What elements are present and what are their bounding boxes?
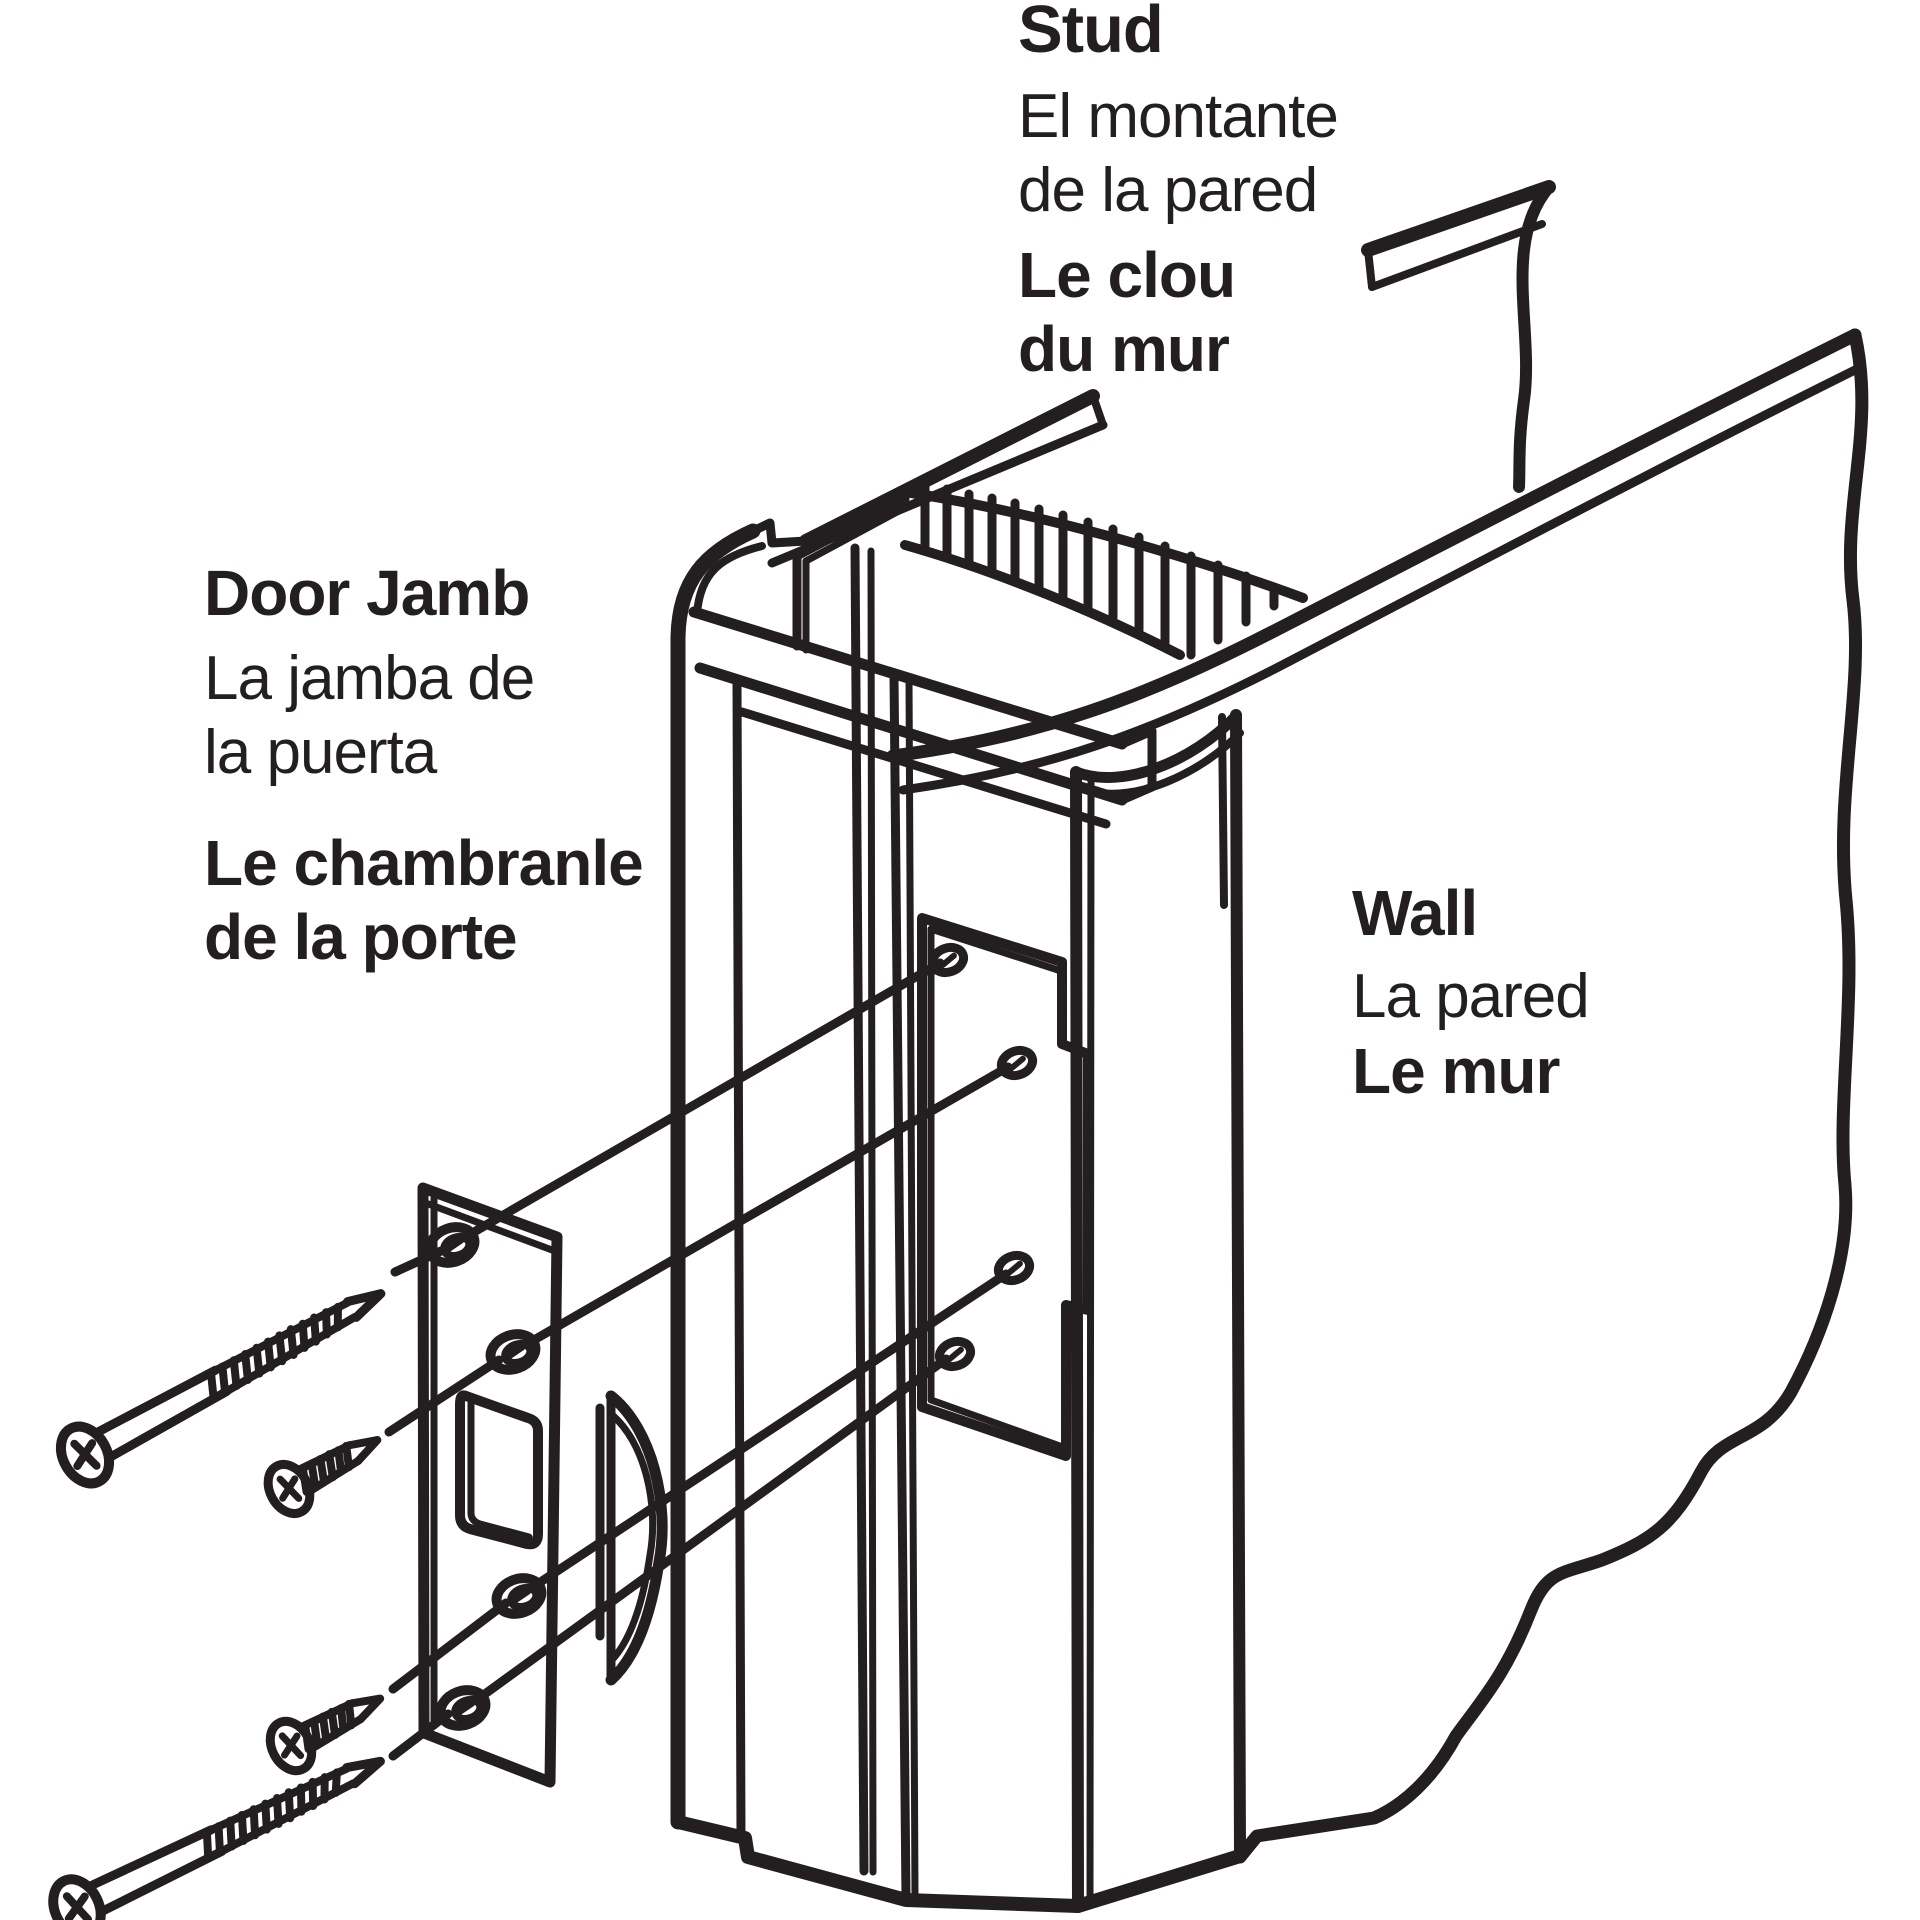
stud-label-en: Stud: [1018, 0, 1164, 67]
pilot-hole: [927, 942, 969, 978]
torn-break-line: [1513, 181, 1555, 493]
door-jamb-label-fr2: de la porte: [204, 901, 518, 973]
wall-label-en: Wall: [1352, 877, 1478, 949]
wall-top-plate-fragment: [1361, 180, 1556, 493]
wood-screw-short-upper: [260, 1417, 390, 1521]
jamb-bottom-edge: [671, 1815, 1247, 1913]
wall-label-es: La pared: [1352, 962, 1590, 1031]
stud-label: Stud El montante de la pared Le clou du …: [1018, 0, 1339, 386]
screw-alignment-leader-lines: [384, 958, 1013, 1761]
wall-label: Wall La pared Le mur: [1352, 876, 1590, 1108]
wood-screws: [44, 1267, 395, 1920]
drywall-edge-face: [1070, 709, 1246, 1911]
pilot-holes: [927, 942, 1038, 1372]
wall-torn-edge: [1233, 328, 1869, 1864]
top-plate-edge: [799, 389, 1100, 548]
door-jamb-label-es1: La jamba de: [204, 644, 535, 713]
latch-opening: [455, 1390, 543, 1550]
jamb-vertical-edges: [850, 543, 919, 1902]
stud-label-fr2: du mur: [1018, 313, 1230, 385]
wall-label-fr: Le mur: [1352, 1035, 1560, 1107]
wood-screw-long-bottom: [44, 1734, 393, 1920]
wood-screw-long-top: [51, 1267, 395, 1492]
strike-plate: [417, 1182, 668, 1788]
mortise-recess: [917, 913, 1093, 1461]
stud-label-fr1: Le clou: [1018, 239, 1236, 311]
wall-top-edge: [886, 328, 1862, 763]
door-casing-edge: [670, 518, 811, 1843]
stud-label-es2: de la pared: [1018, 156, 1318, 225]
door-jamb-label: Door Jamb La jamba de la puerta Le chamb…: [204, 556, 644, 974]
wall-panel: [886, 180, 1872, 1911]
door-jamb-label-es2: la puerta: [204, 718, 437, 787]
stud-label-es1: El montante: [1018, 82, 1339, 151]
plate-hole: [491, 1573, 547, 1619]
door-jamb-label-fr1: Le chambranle: [204, 827, 644, 899]
door-jamb-label-en: Door Jamb: [204, 557, 530, 629]
drywall-hatching: [900, 479, 1308, 660]
door-jamb-assembly: [670, 389, 1247, 1913]
